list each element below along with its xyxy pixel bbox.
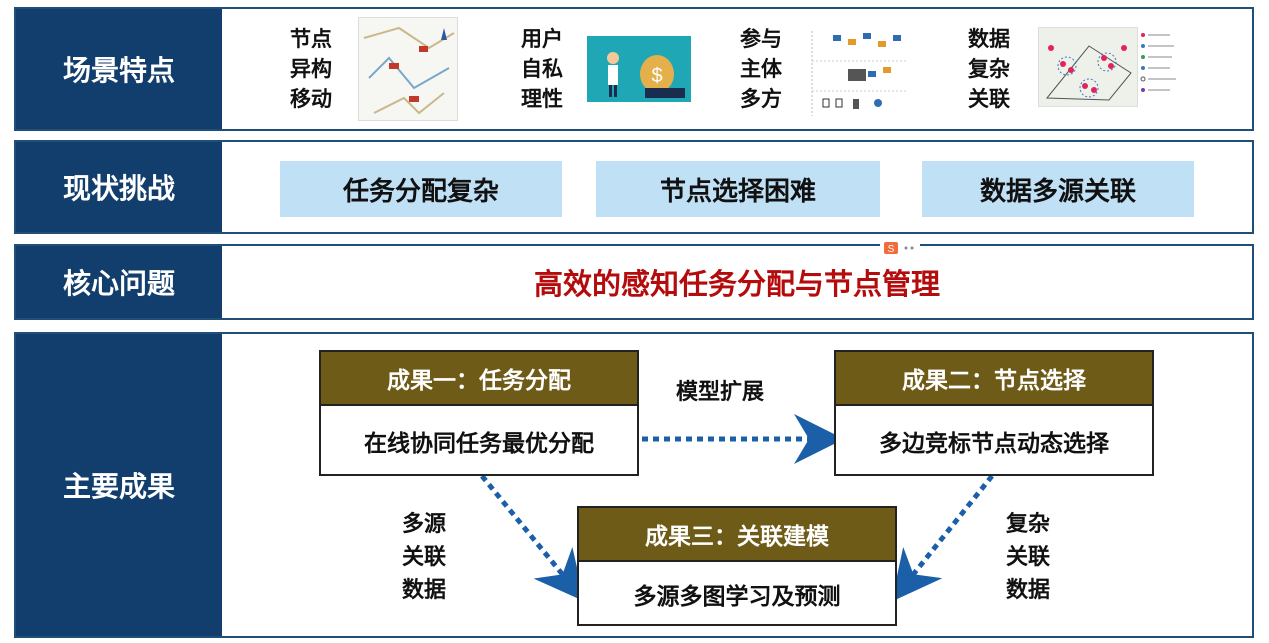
feature-text: 节点 xyxy=(290,27,332,51)
edge-label-text: 关联 xyxy=(1006,545,1051,570)
feature-user: 用户 自私 理性 xyxy=(521,24,563,114)
feature-text: 异构 xyxy=(290,57,332,81)
core-problem-text: 高效的感知任务分配与节点管理 xyxy=(533,267,940,301)
svg-text:S: S xyxy=(888,244,895,255)
feature-text: 理性 xyxy=(521,87,563,111)
edge-label-model-extension: 模型扩展 xyxy=(676,380,765,405)
scenario-label: 场景特点 xyxy=(16,9,222,129)
moneybag-illustration: $ xyxy=(587,36,691,102)
edge-label-right: 复杂 关联 数据 xyxy=(1006,508,1050,607)
challenge-node-selection: 节点选择困难 xyxy=(596,161,880,217)
map-route-thumbnail xyxy=(358,17,458,121)
result-three-card: 成果三：关联建模 多源多图学习及预测 xyxy=(577,506,897,626)
data-map-thumbnail xyxy=(1038,27,1138,107)
edge-label-text: 复杂 xyxy=(1006,512,1051,537)
challenge-data-association: 数据多源关联 xyxy=(922,161,1194,217)
data-map-legend xyxy=(1140,31,1180,101)
svg-text:$: $ xyxy=(651,65,662,87)
result-three-title: 成果三：关联建模 xyxy=(579,508,895,562)
result-arrows xyxy=(480,414,994,602)
results-label: 主要成果 xyxy=(16,334,222,636)
feature-text: 自私 xyxy=(521,57,563,81)
result-three-body: 多源多图学习及预测 xyxy=(633,584,841,610)
edge-label-text: 关联 xyxy=(402,545,447,570)
challenges-label: 现状挑战 xyxy=(16,142,222,232)
edge-label-text: 数据 xyxy=(402,578,447,603)
result-two-title: 成果二：节点选择 xyxy=(836,352,1152,406)
edge-label-text: 数据 xyxy=(1006,578,1051,603)
feature-text: 关联 xyxy=(968,87,1010,111)
feature-text: 参与 xyxy=(740,27,782,51)
result-one-card: 成果一：任务分配 在线协同任务最优分配 xyxy=(319,350,639,476)
feature-text: 多方 xyxy=(740,87,782,111)
feature-text: 移动 xyxy=(290,87,332,111)
edge-label-text: 多源 xyxy=(402,512,447,537)
feature-text: 主体 xyxy=(740,57,782,81)
core-label: 核心问题 xyxy=(16,246,222,318)
toolbar-badge-icon: S xyxy=(880,240,920,256)
multiparty-diagram-thumbnail xyxy=(808,21,910,121)
feature-text: 复杂 xyxy=(968,57,1010,81)
result-two-body: 多边竞标节点动态选择 xyxy=(879,431,1109,457)
feature-data: 数据 复杂 关联 xyxy=(968,24,1010,114)
result-one-body: 在线协同任务最优分配 xyxy=(364,431,594,457)
challenge-task-allocation: 任务分配复杂 xyxy=(280,161,562,217)
feature-node: 节点 异构 移动 xyxy=(290,24,332,114)
arrow-r1-to-r3 xyxy=(480,474,585,602)
arrow-r2-to-r3 xyxy=(891,474,994,602)
feature-party: 参与 主体 多方 xyxy=(740,24,782,114)
scenario-row: 场景特点 节点 异构 移动 用户 自私 理性 $ xyxy=(14,7,1254,131)
core-row: 核心问题 高效的感知任务分配与节点管理 S xyxy=(14,240,1254,320)
edge-label-left: 多源 关联 数据 xyxy=(402,508,446,607)
result-one-title: 成果一：任务分配 xyxy=(321,352,637,406)
feature-text: 数据 xyxy=(968,27,1010,51)
feature-text: 用户 xyxy=(521,27,563,51)
result-two-card: 成果二：节点选择 多边竞标节点动态选择 xyxy=(834,350,1154,476)
results-row: 主要成果 成果一：任务分配 在线协同任务最优分配 成果二：节点选择 多边竞标节点… xyxy=(14,332,1254,638)
challenges-row: 现状挑战 任务分配复杂 节点选择困难 数据多源关联 xyxy=(14,140,1254,234)
